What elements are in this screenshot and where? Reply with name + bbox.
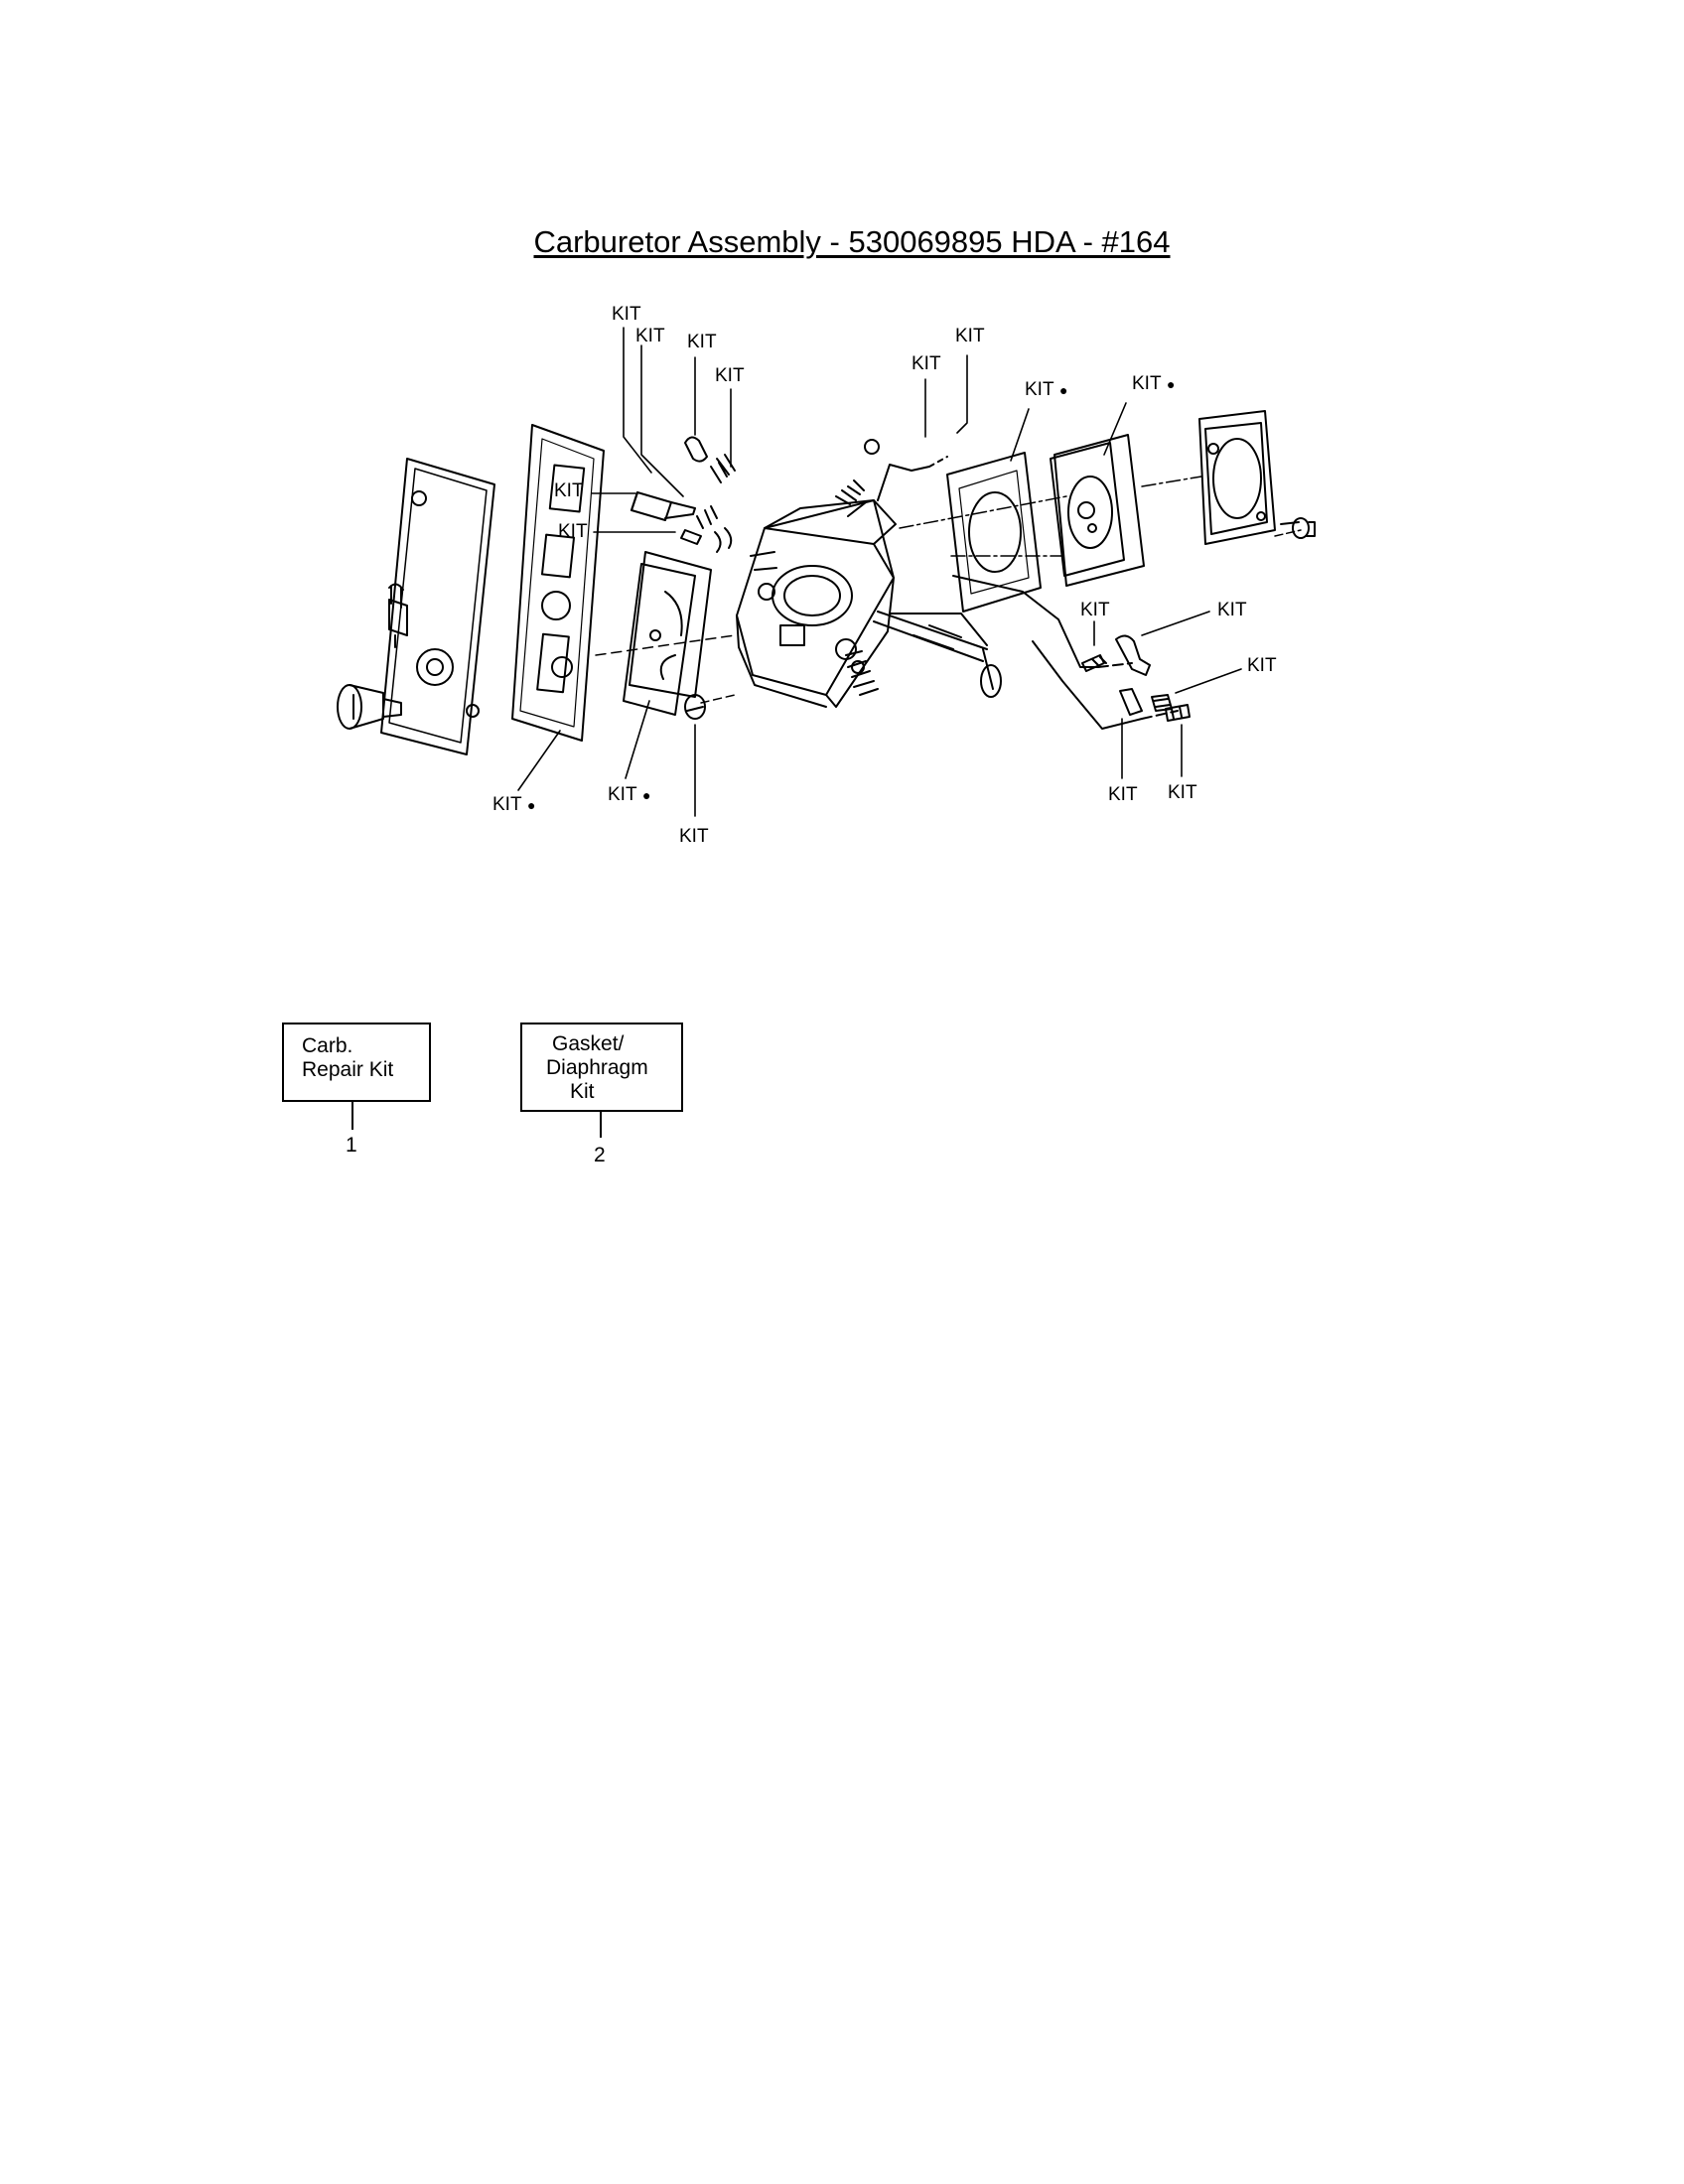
throttle-shaft <box>873 611 1002 698</box>
kit-callout: KIT <box>635 326 665 346</box>
cover-screw <box>1280 517 1316 539</box>
control-lever <box>1115 634 1151 676</box>
kit-callout: KIT <box>608 784 637 805</box>
kit-1-leader <box>351 1102 353 1130</box>
kit-bullet: ● <box>1059 382 1067 398</box>
kit-callout: KIT <box>912 353 941 374</box>
metering-gasket <box>946 452 1042 613</box>
kit-callout: KIT <box>1247 655 1277 676</box>
metering-cover <box>1198 410 1276 545</box>
metering-diaphragm <box>1050 434 1145 587</box>
kit-number-1: 1 <box>346 1134 357 1157</box>
kit-callout: KIT <box>554 480 584 501</box>
kit-callout: KIT <box>492 794 522 815</box>
kit-callout: KIT <box>679 826 709 847</box>
kit-callout: KIT <box>955 326 985 346</box>
kit-2-leader <box>600 1112 602 1138</box>
kit-bullet: ● <box>642 787 650 803</box>
needle-valve-parts <box>631 436 736 553</box>
kit-box-line: Carb. <box>302 1034 353 1057</box>
kit-callout: KIT <box>715 365 745 386</box>
leader-lines <box>517 327 1242 817</box>
page-title: Carburetor Assembly - 530069895 HDA - #1… <box>533 224 1171 259</box>
inlet-needle <box>1081 654 1107 672</box>
pump-cover-plate <box>380 458 495 755</box>
pump-diaphragm <box>623 551 712 716</box>
kit-callout: KIT <box>558 521 588 542</box>
kit-callout: KIT <box>1080 600 1110 620</box>
carburetor-body <box>736 499 897 708</box>
kit-callout: KIT <box>687 332 717 352</box>
pump-gasket <box>511 424 605 742</box>
kit-bullet: ● <box>527 797 535 813</box>
carb-repair-kit-box: Carb. Repair Kit <box>282 1023 431 1102</box>
spring-right <box>835 439 880 505</box>
kit-callout: KIT <box>1025 379 1054 400</box>
kit-box-line: Repair Kit <box>302 1058 394 1081</box>
kit-callout: KIT <box>1217 600 1247 620</box>
kit-callout: KIT <box>1132 373 1162 394</box>
kit-callout: KIT <box>1168 782 1197 803</box>
kit-box-line: Diaphragm <box>546 1056 648 1079</box>
fuel-inlet-fitting <box>388 583 408 648</box>
lever-pin <box>1119 688 1143 716</box>
kit-callout: KIT <box>1108 784 1138 805</box>
kit-number-2: 2 <box>594 1144 606 1166</box>
kit-box-line: Kit <box>570 1080 595 1103</box>
throttle-spring <box>845 650 879 696</box>
kit-bullet: ● <box>1167 376 1175 392</box>
gasket-diaphragm-kit-box: Gasket/ Diaphragm Kit <box>520 1023 683 1112</box>
kit-callouts: KIT KIT KIT KIT KIT KIT KIT KIT KIT ● KI… <box>492 304 1277 847</box>
check-valve <box>684 694 706 720</box>
kit-callout: KIT <box>612 304 641 325</box>
kit-box-line: Gasket/ <box>552 1032 625 1055</box>
needle-seat <box>1165 704 1191 722</box>
fuel-screen-cap <box>337 684 402 730</box>
